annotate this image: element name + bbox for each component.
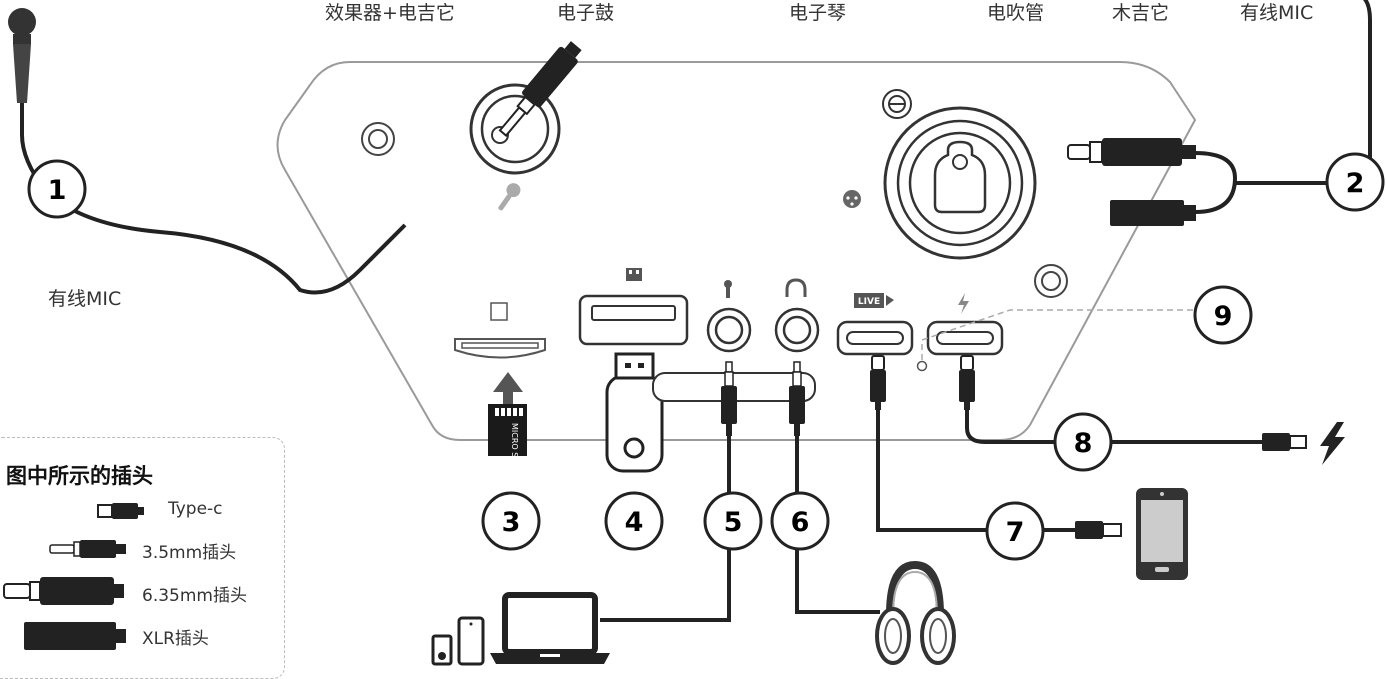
lightning-bolt-icon — [1320, 422, 1345, 465]
callout-5: 5 — [703, 491, 763, 551]
usb-a-port — [578, 268, 689, 346]
callout-4: 4 — [604, 491, 664, 551]
plug-635-mic — [498, 41, 582, 137]
legend-item-typec: Type-c — [168, 499, 223, 519]
callout-3: 3 — [481, 491, 541, 551]
y-cable-plugs — [1067, 0, 1372, 226]
legend-typec-icon — [97, 503, 144, 519]
callout-1: 1 — [27, 159, 87, 219]
headphones — [875, 560, 956, 665]
label-effects-guitar: 效果器+电吉它 — [325, 2, 455, 24]
smartphone — [1136, 488, 1188, 580]
sd-card-text: MICRO SD — [510, 423, 519, 463]
label-wired-mic-top: 有线MIC — [1240, 2, 1314, 24]
callout-7: 7 — [985, 501, 1045, 561]
small-phone — [457, 616, 485, 666]
small-jack-left — [361, 122, 395, 156]
legend-item-xlr: XLR插头 — [142, 629, 209, 649]
callout-6-number: 6 — [791, 507, 810, 538]
legend-xlr-icon — [24, 622, 126, 650]
lock-screw — [882, 89, 912, 119]
live-badge: LIVE — [858, 297, 880, 307]
usb-c-plug-live — [870, 355, 886, 410]
label-wired-mic-left: 有线MIC — [48, 288, 122, 310]
callout-3-number: 3 — [502, 507, 521, 538]
callout-6: 6 — [770, 491, 830, 551]
small-jack-right — [1034, 264, 1068, 298]
usb-c-plug-power — [959, 355, 975, 410]
leader-9 — [921, 309, 1195, 360]
jack-35-mic-in — [706, 280, 752, 353]
cable-8 — [965, 410, 1262, 444]
callout-1-number: 1 — [48, 175, 67, 206]
callout-9: 9 — [1193, 285, 1253, 345]
callout-7-number: 7 — [1006, 517, 1025, 548]
microphone-icon — [498, 183, 521, 211]
usb-flash-drive — [605, 352, 664, 473]
plug-35-5 — [721, 361, 737, 436]
sd-card-slot — [454, 302, 546, 408]
label-drums: 电子鼓 — [557, 2, 615, 24]
callout-8: 8 — [1053, 412, 1113, 472]
usb-c-live-port: LIVE — [836, 293, 914, 356]
callout-9-number: 9 — [1214, 301, 1233, 332]
usb-c-power-port — [926, 293, 1004, 356]
legend-item-35mm: 3.5mm插头 — [142, 543, 237, 563]
plug-35-6 — [789, 361, 805, 436]
legend-item-635mm: 6.35mm插头 — [142, 586, 247, 606]
led-indicator — [916, 360, 928, 372]
laptop — [490, 592, 610, 664]
xlr-icon — [843, 190, 861, 208]
media-player — [431, 634, 453, 666]
usb-c-plug-power-cable — [1262, 433, 1307, 451]
legend-title: 图中所示的插头 — [6, 464, 153, 488]
label-wind-instrument: 电吹管 — [987, 2, 1045, 24]
callout-2: 2 — [1325, 152, 1385, 212]
callout-4-number: 4 — [625, 507, 644, 538]
legend-635mm-icon — [3, 577, 124, 605]
jack-35-headphone — [774, 278, 820, 353]
legend-35mm-icon — [49, 540, 126, 558]
callout-2-number: 2 — [1346, 168, 1365, 199]
micro-sd-card: MICRO SD — [488, 404, 527, 463]
usb-c-plug-phone — [1075, 521, 1122, 539]
callout-8-number: 8 — [1074, 428, 1093, 459]
xlr-combo-jack — [883, 106, 1037, 260]
label-acoustic-guitar: 木吉它 — [1112, 2, 1170, 24]
callout-5-number: 5 — [724, 507, 743, 538]
mic-jack-635 — [469, 83, 561, 175]
label-keyboard: 电子琴 — [789, 2, 847, 24]
handheld-microphone — [8, 8, 36, 103]
